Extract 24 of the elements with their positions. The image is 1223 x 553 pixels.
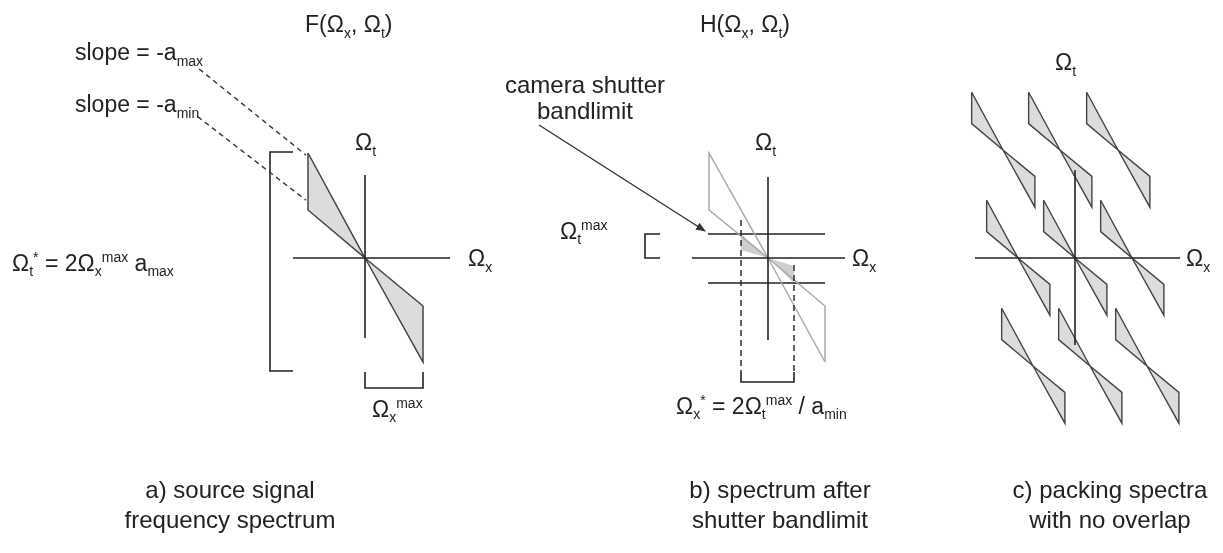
- bandlimit-lines: [707, 233, 826, 284]
- axis-label: Ω$_{t}$: [755, 130, 777, 159]
- equation-label: Ω$_{x}$$^{*}$ = 2Ω$_{t}$$^{max}$ / a$_{min}$: [676, 393, 847, 423]
- axis-label: Ω$_{t}$: [355, 130, 377, 159]
- spectrum-wedge: [767, 257, 826, 363]
- panel-caption: b) spectrum after shutter bandlimit: [688, 475, 872, 535]
- equation-label: Ω$_{t}$$^{*}$ = 2Ω$_{x}$$^{max}$ a$_{max}$: [12, 250, 174, 280]
- note-text: slope = -a$_{max}$: [75, 40, 204, 69]
- function-label: H(Ω$_{x}$, Ω$_{t}$): [700, 12, 790, 41]
- leader-line: [198, 68, 307, 156]
- axis-label: Ω$_{t}$: [1055, 50, 1077, 79]
- axis-label: Ω$_{x}$: [1186, 246, 1211, 275]
- pointer-arrow: [538, 124, 706, 232]
- note-text: slope = -a$_{min}$: [75, 92, 200, 121]
- spectrum-wedge: [307, 152, 366, 259]
- axis-label: Ω$_{x}$: [468, 246, 493, 275]
- panel-caption: a) source signal frequency spectrum: [123, 475, 337, 535]
- panel-caption: c) packing spectra with no overlap: [1011, 475, 1209, 535]
- spectrum-wedge: [364, 257, 424, 365]
- axis-label: Ω$_{x}$: [852, 246, 877, 275]
- function-label: F(Ω$_{x}$, Ω$_{t}$): [305, 12, 393, 41]
- spectrum-wedge: [708, 150, 769, 259]
- leader-line: [197, 115, 307, 201]
- note-text: camera shutter bandlimit: [470, 72, 700, 125]
